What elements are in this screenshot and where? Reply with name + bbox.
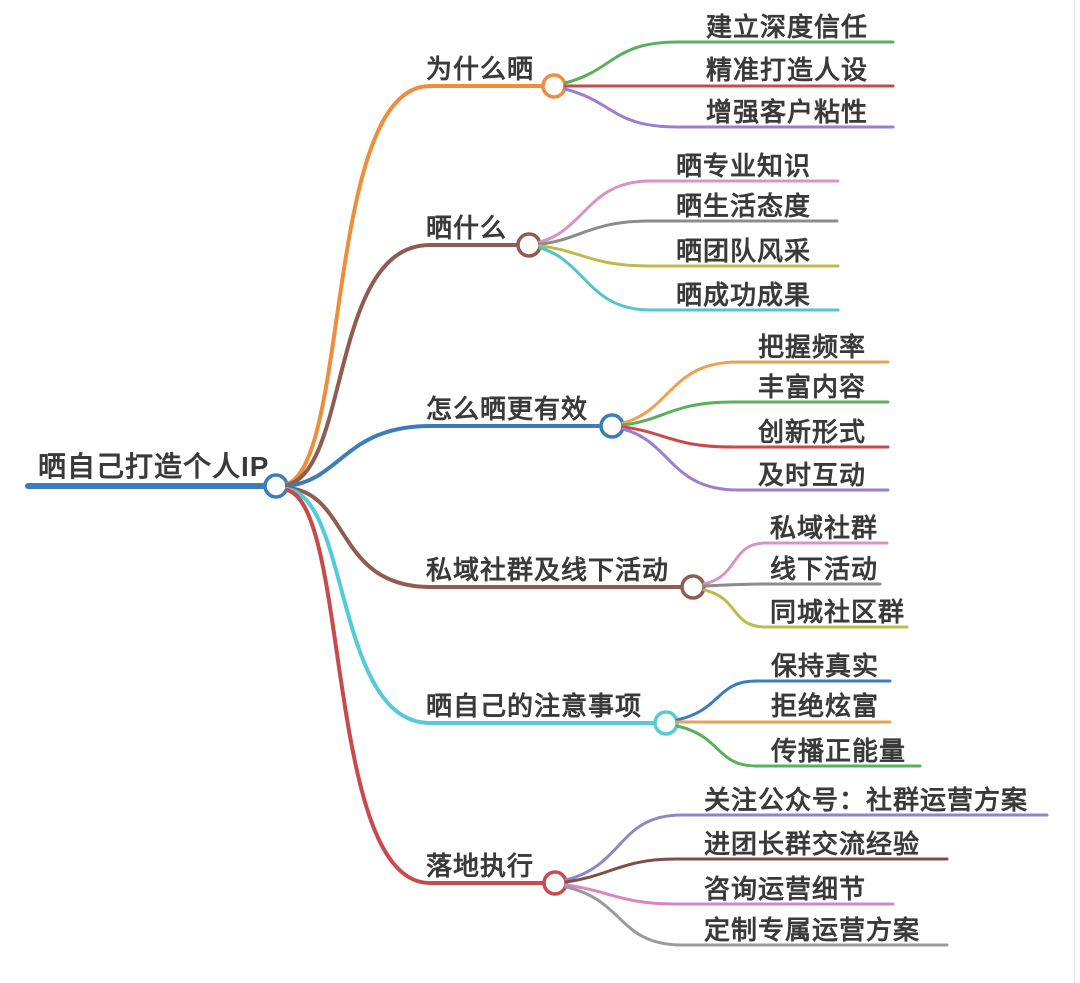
branch-connector xyxy=(285,84,545,486)
leaf-topic-label[interactable]: 传播正能量 xyxy=(770,736,906,766)
leaf-topic-label[interactable]: 及时互动 xyxy=(758,460,866,490)
branch-what-to-show: 晒什么 晒专业知识 晒生活态度 晒团队风采 晒成功成果 xyxy=(285,151,840,487)
leaf-connector xyxy=(564,857,949,884)
leaf-connector xyxy=(563,87,895,129)
leaf-topic-label[interactable]: 把握频率 xyxy=(758,332,866,362)
leaf-topic-label[interactable]: 拒绝炫富 xyxy=(771,691,879,721)
branch-how-to-show: 怎么晒更有效 把握频率 丰富内容 创新形式 及时互动 xyxy=(285,332,890,492)
branch-topic-label[interactable]: 晒什么 xyxy=(426,213,507,243)
leaf-topic-label[interactable]: 增强客户粘性 xyxy=(706,97,868,127)
branch-node-handle[interactable] xyxy=(653,710,679,736)
leaf-connector xyxy=(621,427,890,492)
leaf-connector xyxy=(675,679,892,722)
leaf-topic-label[interactable]: 定制专属运营方案 xyxy=(704,915,920,945)
leaf-connector xyxy=(702,588,909,629)
leaf-topic-label[interactable]: 创新形式 xyxy=(757,417,866,447)
branch-topic-label[interactable]: 晒自己的注意事项 xyxy=(426,691,642,721)
leaf-topic-label[interactable]: 线下活动 xyxy=(770,554,878,584)
branch-why-show: 为什么晒 建立深度信任 精准打造人设 增强客户粘性 xyxy=(285,12,895,486)
leaf-connector xyxy=(538,179,840,244)
leaf-topic-label[interactable]: 晒专业知识 xyxy=(676,151,811,181)
branch-topic-label[interactable]: 私域社群及线下活动 xyxy=(426,555,669,585)
branch-execution: 落地执行 关注公众号：社群运营方案 进团长群交流经验 咨询运营细节 定制专属运营… xyxy=(285,488,1049,947)
branch-connector xyxy=(285,243,519,487)
branch-connector xyxy=(285,488,546,885)
leaf-connector xyxy=(564,883,895,906)
leaf-topic-label[interactable]: 私域社群 xyxy=(770,513,878,543)
leaf-connector xyxy=(702,541,889,586)
leaf-topic-label[interactable]: 同城社区群 xyxy=(770,597,905,627)
leaf-connector xyxy=(564,813,1049,882)
branch-private-community: 私域社群及线下活动 私域社群 线下活动 同城社区群 xyxy=(285,486,909,629)
leaf-connector xyxy=(538,246,840,312)
leaf-connector xyxy=(564,885,949,947)
branch-node-handle[interactable] xyxy=(541,73,567,99)
leaf-topic-label[interactable]: 晒团队风采 xyxy=(676,236,811,266)
leaf-connector xyxy=(563,40,895,85)
leaf-connector xyxy=(621,400,890,427)
leaf-connector xyxy=(702,582,882,588)
leaf-topic-label[interactable]: 建立深度信任 xyxy=(706,12,868,42)
leaf-topic-label[interactable]: 关注公众号：社群运营方案 xyxy=(704,785,1028,815)
leaf-topic-label[interactable]: 保持真实 xyxy=(770,651,879,681)
leaf-connector xyxy=(538,219,839,246)
branch-topic-label[interactable]: 为什么晒 xyxy=(426,54,534,84)
branch-node-handle[interactable] xyxy=(599,413,625,439)
branch-node-handle[interactable] xyxy=(680,574,706,600)
leaf-connector xyxy=(538,244,840,268)
root-topic-label[interactable]: 晒自己打造个人IP xyxy=(38,451,269,482)
branch-topic-label[interactable]: 落地执行 xyxy=(426,851,534,881)
leaf-topic-label[interactable]: 咨询运营细节 xyxy=(704,874,866,904)
root-node-handle[interactable] xyxy=(263,473,289,499)
branch-connector xyxy=(285,487,656,725)
branch-connector xyxy=(285,424,602,488)
branch-connector xyxy=(285,486,683,589)
leaf-connector xyxy=(621,360,890,425)
leaf-topic-label[interactable]: 精准打造人设 xyxy=(706,55,868,85)
branch-node-handle[interactable] xyxy=(542,870,568,896)
leaf-topic-label[interactable]: 丰富内容 xyxy=(758,372,866,402)
branch-topic-label[interactable]: 怎么晒更有效 xyxy=(426,394,588,424)
leaf-connector xyxy=(675,724,922,768)
branch-cautions: 晒自己的注意事项 保持真实 拒绝炫富 传播正能量 xyxy=(285,487,922,768)
leaf-connector xyxy=(621,425,890,449)
leaf-topic-label[interactable]: 进团长群交流经验 xyxy=(704,829,920,859)
leaf-topic-label[interactable]: 晒生活态度 xyxy=(676,191,811,221)
leaf-topic-label[interactable]: 晒成功成果 xyxy=(676,280,811,310)
branch-node-handle[interactable] xyxy=(516,232,542,258)
root-topic: 晒自己打造个人IP xyxy=(25,451,289,499)
